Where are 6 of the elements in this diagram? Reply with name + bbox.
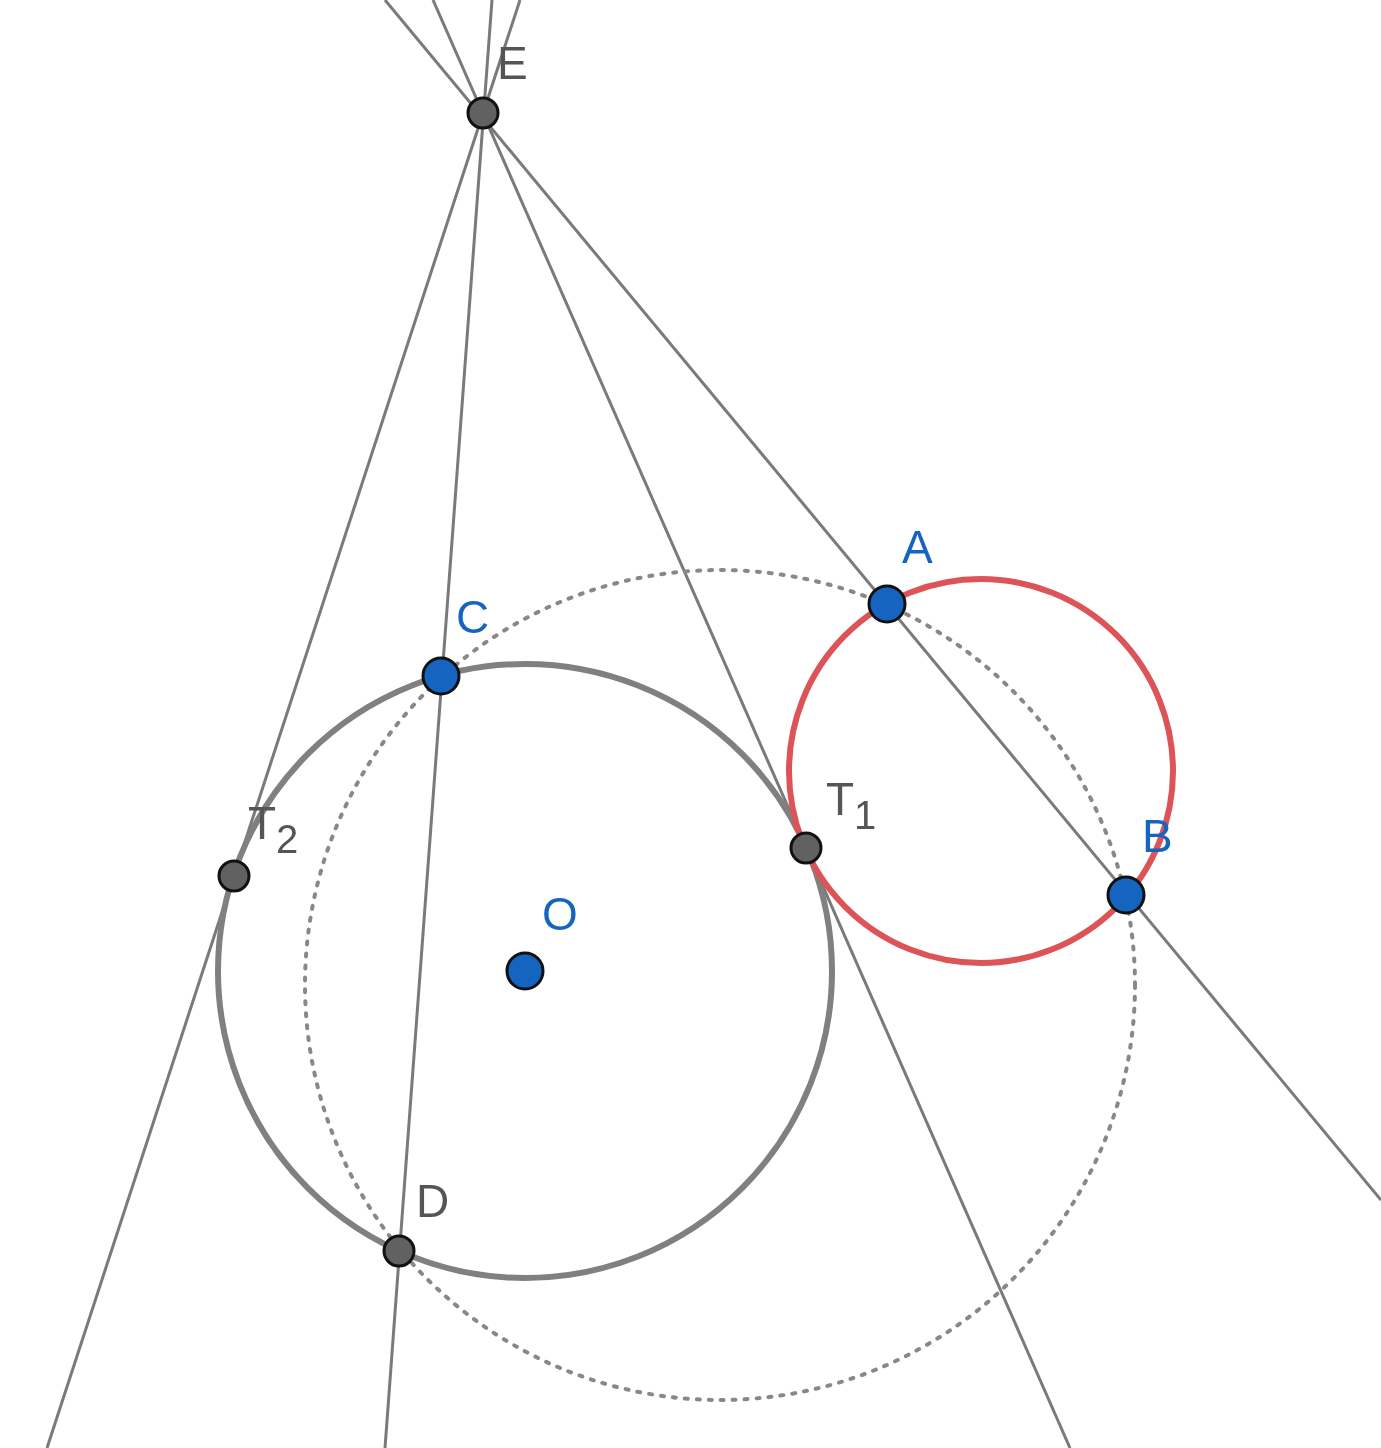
point-label: T$_{1}$ — [826, 776, 877, 835]
point-label: O — [542, 891, 578, 937]
point-label: C — [456, 594, 490, 640]
point-label: A — [902, 524, 933, 570]
point-label: E — [497, 40, 528, 86]
point-label: D — [416, 1178, 450, 1224]
